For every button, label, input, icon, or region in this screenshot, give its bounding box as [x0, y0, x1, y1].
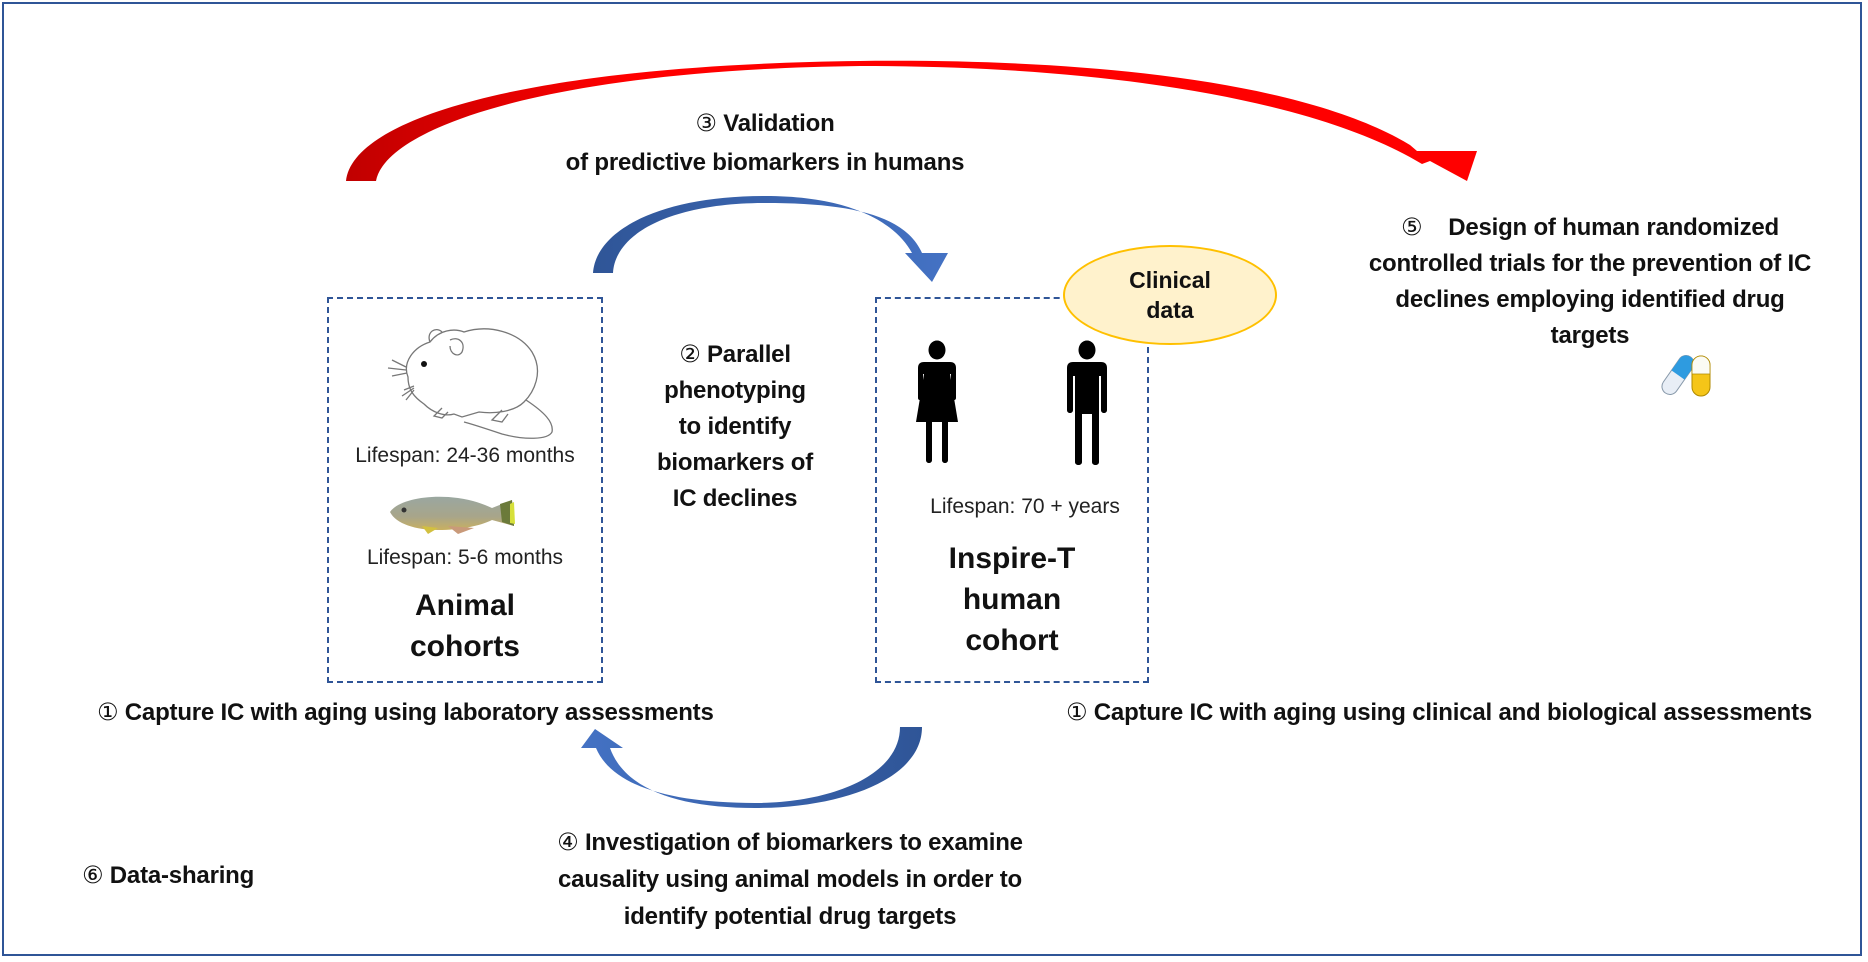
step2-line3: to identify	[678, 413, 792, 440]
step2-line2: phenotyping	[664, 377, 806, 404]
animal-cohorts-box	[327, 297, 603, 683]
step5-line3: declines employing identified drug	[1395, 286, 1785, 313]
step2-line1: Parallel	[707, 341, 791, 368]
step3-line2: of predictive biomarkers in humans	[565, 149, 965, 176]
step1-human-label: Capture IC with aging using clinical and…	[1093, 699, 1813, 726]
step5-text: ⑤ Design of human randomized controlled …	[1320, 212, 1860, 351]
step5-line4: targets	[1550, 322, 1630, 349]
animal-title-line2: cohorts	[409, 630, 520, 663]
step2-line5: IC declines	[672, 485, 798, 512]
blue-arrow-bottom	[581, 727, 922, 808]
step5-marker: ⑤	[1400, 213, 1423, 241]
clinical-line1: Clinical	[1129, 267, 1211, 293]
step3-line1: Validation	[723, 110, 835, 137]
human-title-line3: cohort	[965, 624, 1059, 657]
step6-marker: ⑥	[82, 861, 104, 889]
human-lifespan: Lifespan: 70 + years	[930, 495, 1120, 518]
step2-line4: biomarkers of	[656, 449, 814, 476]
killifish-icon	[390, 496, 515, 534]
step2-marker: ②	[679, 340, 701, 368]
step1-animal-text: ① Capture IC with aging using laboratory…	[97, 697, 714, 728]
step4-line3: identify potential drug targets	[623, 903, 957, 930]
step1-animal-marker: ①	[97, 698, 119, 726]
step5-line1: Design of human randomized	[1448, 214, 1780, 241]
mouse-icon	[387, 328, 553, 439]
blue-arrow-top	[593, 196, 948, 282]
human-title-line1: Inspire-T	[948, 542, 1076, 575]
step4-line2: causality using animal models in order t…	[558, 866, 1022, 893]
human-cohort-box	[875, 297, 1149, 683]
mouse-lifespan: Lifespan: 24-36 months	[355, 444, 575, 467]
animal-cohorts-title: Animal cohorts	[327, 585, 603, 667]
red-curved-arrow	[346, 60, 1477, 182]
fish-lifespan: Lifespan: 5-6 months	[366, 546, 564, 569]
male-person-icon	[1067, 340, 1107, 465]
female-person-icon	[916, 340, 958, 463]
step1-human-marker: ①	[1066, 698, 1088, 726]
clinical-data-bubble: Clinical data	[1063, 245, 1277, 345]
human-title-line2: human	[962, 583, 1062, 616]
step4-line1: Investigation of biomarkers to examine	[584, 829, 1023, 856]
step1-human-text: ① Capture IC with aging using clinical a…	[1066, 697, 1812, 728]
step5-line2: controlled trials for the prevention of …	[1368, 250, 1812, 277]
animal-title-line1: Animal	[414, 589, 516, 622]
human-cohort-title: Inspire-T human cohort	[875, 538, 1149, 661]
step6-label: Data-sharing	[109, 862, 255, 889]
step3-title: ③ Validation	[640, 108, 890, 139]
step1-animal-label: Capture IC with aging using laboratory a…	[124, 699, 714, 726]
step6-text: ⑥ Data-sharing	[82, 860, 254, 891]
step2-text: ② Parallel phenotyping to identify bioma…	[615, 336, 855, 517]
clinical-line2: data	[1146, 297, 1194, 323]
step4-marker: ④	[557, 828, 579, 856]
pills-icon	[1661, 355, 1711, 397]
step3-marker: ③	[695, 109, 717, 137]
step4-text: ④ Investigation of biomarkers to examine…	[500, 824, 1080, 935]
